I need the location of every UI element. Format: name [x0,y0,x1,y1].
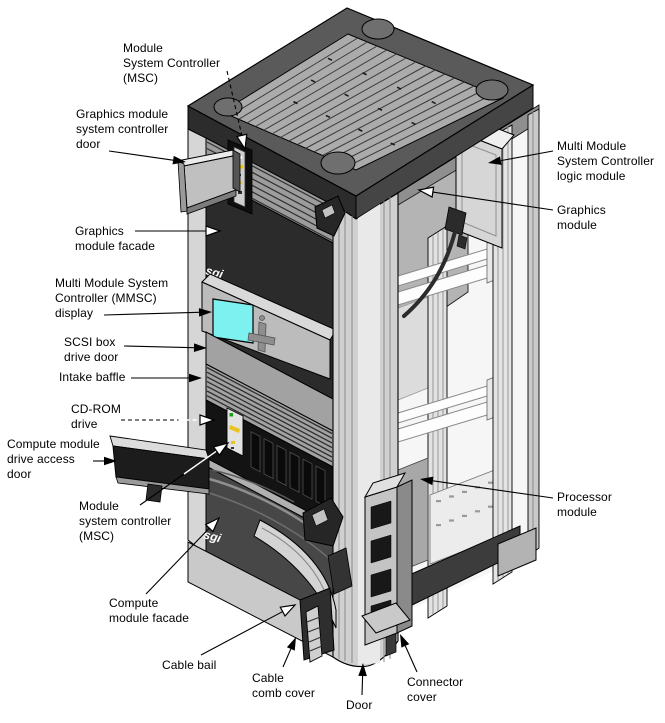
mmsc-logic-leader [488,150,554,165]
display-buttons [247,315,276,353]
callout-graphics-module-label: Graphics module [557,203,606,232]
callout-msc-top-label: Module System Controller (MSC) [123,41,221,85]
callout-door-label: Door [346,698,373,712]
graphics-msc-door-leader [108,150,186,165]
cable-bail-leader [200,604,297,656]
connector-cover-leader [400,634,418,673]
cable-comb-cover-leader [282,637,296,668]
rear-foot [497,527,537,577]
graphics-facade-leader [135,225,222,237]
msc-top-leader [226,70,248,151]
callout-graphics-facade-label: Graphics module facade [75,224,156,253]
callout-msc-bottom-label: Module system controller (MSC) [79,499,172,543]
callout-leaders [93,70,554,696]
cdrom-led-green [229,413,233,417]
callout-connector-cover-label: Connector cover [407,675,464,704]
mmsc-display-panel [201,273,337,380]
base-plate-perforations [436,481,493,527]
door-hinge-edge [232,149,241,193]
door-leader [358,663,367,696]
graphics-module-leader [417,186,554,211]
cable-comb-cover [299,587,335,663]
callout-compute-facade-label: Compute module facade [109,596,190,625]
callout-processor-module-label: Processor module [557,490,612,519]
mmsc-display-leader [103,308,212,317]
callout-cable-comb-cover-label: Cable comb cover [252,671,316,700]
callout-scsi-drive-door-label: SCSI box drive door [64,335,119,364]
scsi-drive-door-leader [123,343,207,352]
right-edge-strip [527,108,540,557]
compute-drive-door-leader [93,456,117,466]
compute-facade-leader [145,516,221,595]
msc-bottom-leader [139,441,230,506]
door-latch [327,547,353,595]
drive-bay-slots [250,431,326,507]
callout-mmsc-logic-label: Multi Module System Controller logic mod… [557,139,655,183]
lid-vent-slats [230,37,494,167]
cdrom-drive-leader [121,414,216,426]
lid-vent-panel [220,33,505,171]
logic-connector [444,206,467,236]
top-lid [186,7,535,220]
callout-compute-drive-door-label: Compute module drive access door [7,437,100,481]
front-module-stack: sgi [109,128,337,658]
door-hinge-middle [302,497,353,595]
lid-corner-pads [213,18,509,175]
connector-cover [361,472,413,646]
callout-intake-baffle-label: Intake baffle [59,370,126,384]
display-screen [212,298,254,344]
processor-module-leader [420,476,554,499]
intake-baffle-slats [206,366,333,463]
lid-vent-marks [293,57,437,146]
callout-cdrom-drive-label: CD-ROM drive [71,402,121,431]
callout-mmsc-display-label: Multi Module System Controller (MMSC) di… [55,276,169,320]
logic-module-cable [402,226,458,318]
sgi-logo-compute: sgi [202,527,223,545]
callout-graphics-msc-door-label: Graphics module system controller door [76,107,169,151]
intake-baffle-leader [131,373,202,383]
graphics-msc-door-open [177,149,241,215]
shelf-side-panel [397,296,429,401]
compute-drive-access-door-open [109,435,210,503]
callout-cable-bail-label: Cable bail [162,658,217,672]
right-frame-interior [397,104,540,619]
door-hinge-top [314,195,346,237]
cdrom-drive [226,407,244,457]
connector-cover-foot [361,602,411,634]
cdrom-label-yellow [229,425,240,433]
